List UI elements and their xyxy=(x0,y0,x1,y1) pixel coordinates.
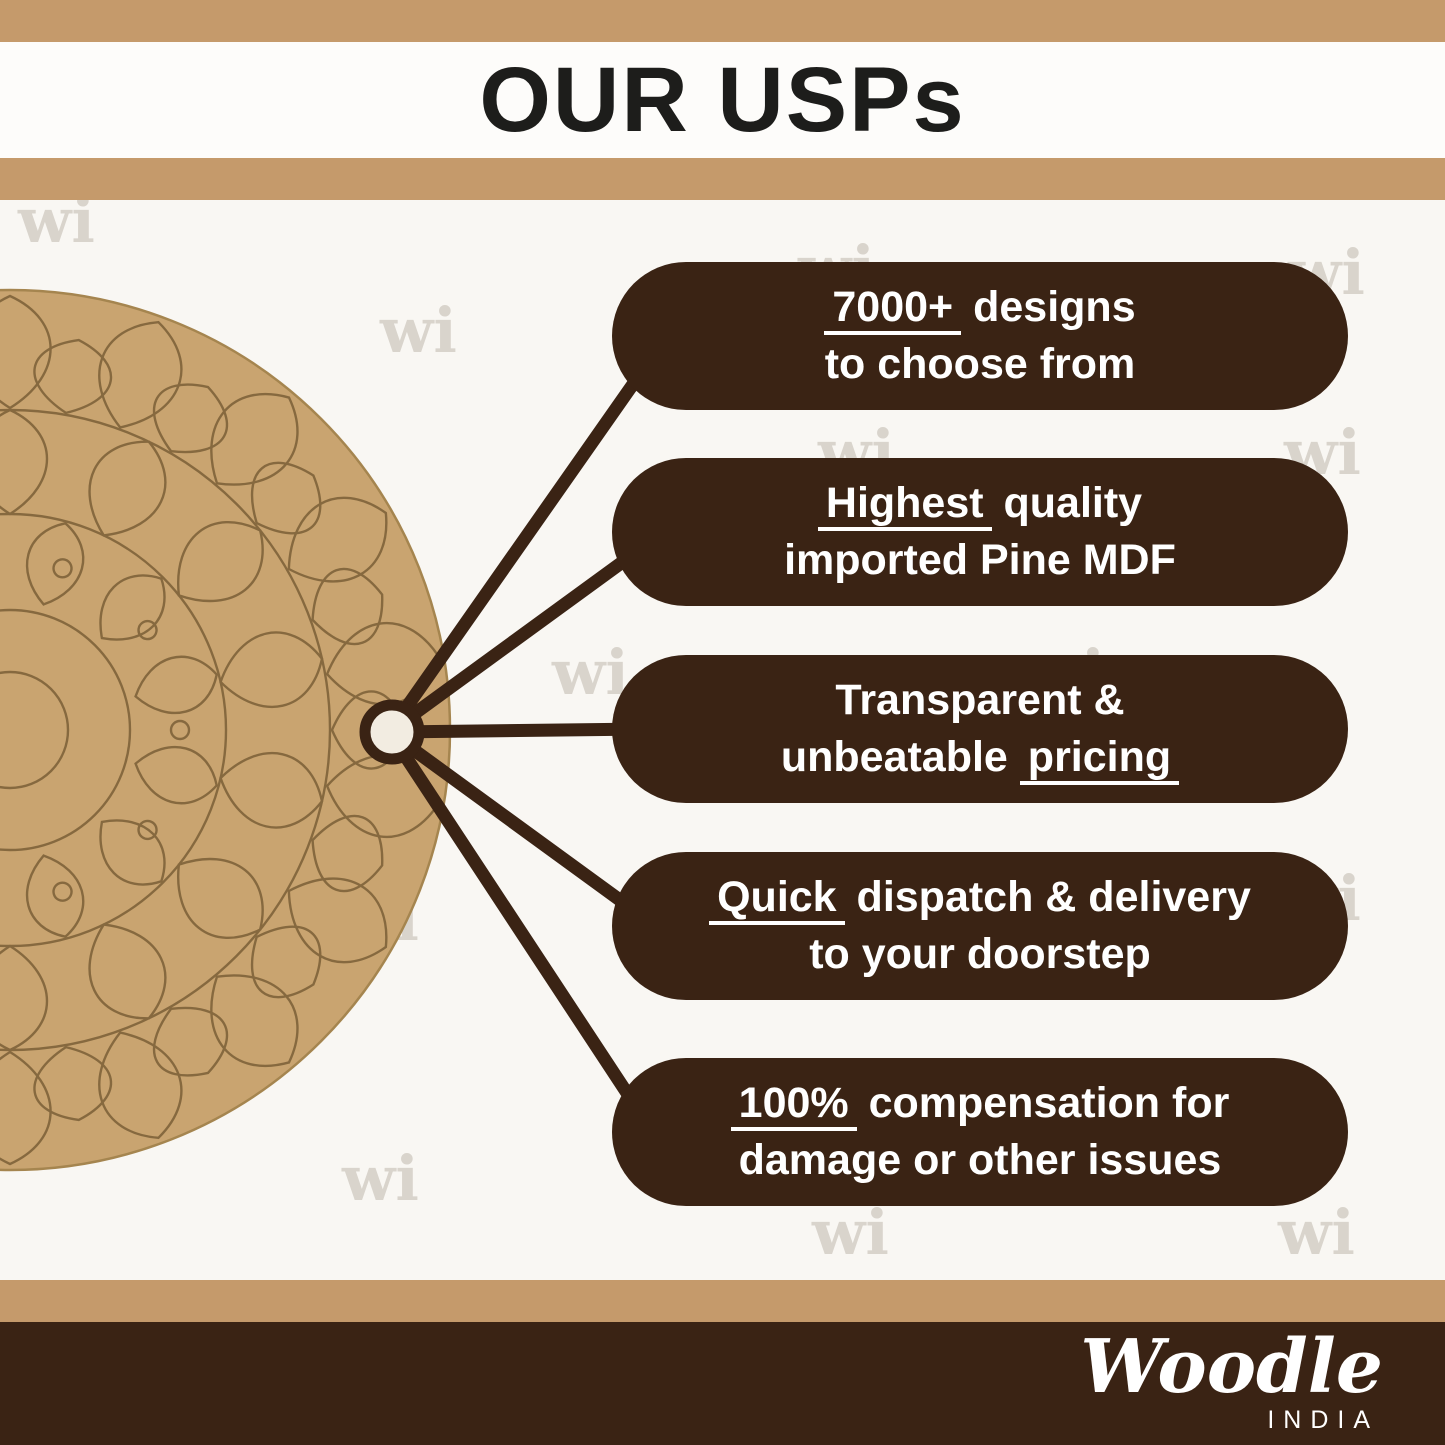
connector-line-1 xyxy=(385,353,657,735)
bottom-strip xyxy=(0,1280,1445,1322)
header-band: OUR USPs xyxy=(0,42,1445,158)
connector-line-5 xyxy=(385,729,657,1135)
usp-pill-line: 100% compensation for xyxy=(730,1075,1229,1132)
usp-pill-line: Transparent & xyxy=(835,676,1125,725)
usp-pill-line: imported Pine MDF xyxy=(784,536,1176,584)
brand-name: Woodle xyxy=(1080,1324,1383,1410)
usp-pill-line: 7000+ designs xyxy=(824,279,1136,336)
page-title: OUR USPs xyxy=(479,48,966,151)
top-strip xyxy=(0,0,1445,42)
brand-watermark: wi xyxy=(380,294,457,367)
usp-pill-line: to your doorstep xyxy=(809,930,1151,978)
connector-line-2 xyxy=(385,535,657,737)
usp-pill: Transparent &unbeatable pricing xyxy=(612,655,1348,803)
content-area: wiwiwiwiwiwiwiwiwiwiwiwiwi 7000+ designs… xyxy=(0,200,1445,1280)
footer: Woodle INDIA xyxy=(0,1322,1445,1445)
brand-watermark: wi xyxy=(342,1142,419,1215)
usp-pill-line: Highest quality xyxy=(817,475,1142,532)
connector-line-group xyxy=(385,353,657,1135)
connector-line-4 xyxy=(385,727,657,929)
usp-pill-line: damage or other issues xyxy=(738,1136,1222,1184)
usp-pill-line: to choose from xyxy=(824,340,1136,388)
brand-watermark: wi xyxy=(18,200,95,257)
brand-logo: Woodle INDIA xyxy=(1080,1330,1383,1435)
brand-country: INDIA xyxy=(1267,1406,1379,1434)
brand-watermark: wi xyxy=(552,636,629,709)
divider-strip xyxy=(0,158,1445,200)
connector-hub-node xyxy=(359,699,425,765)
usp-pill-line: unbeatable pricing xyxy=(781,729,1180,786)
connector-line-3 xyxy=(385,722,657,739)
brand-watermark: wi xyxy=(812,1196,889,1269)
connector-lines xyxy=(359,353,657,1135)
usp-pill-line: Quick dispatch & delivery xyxy=(709,869,1251,926)
brand-watermark: wi xyxy=(1278,1196,1355,1269)
